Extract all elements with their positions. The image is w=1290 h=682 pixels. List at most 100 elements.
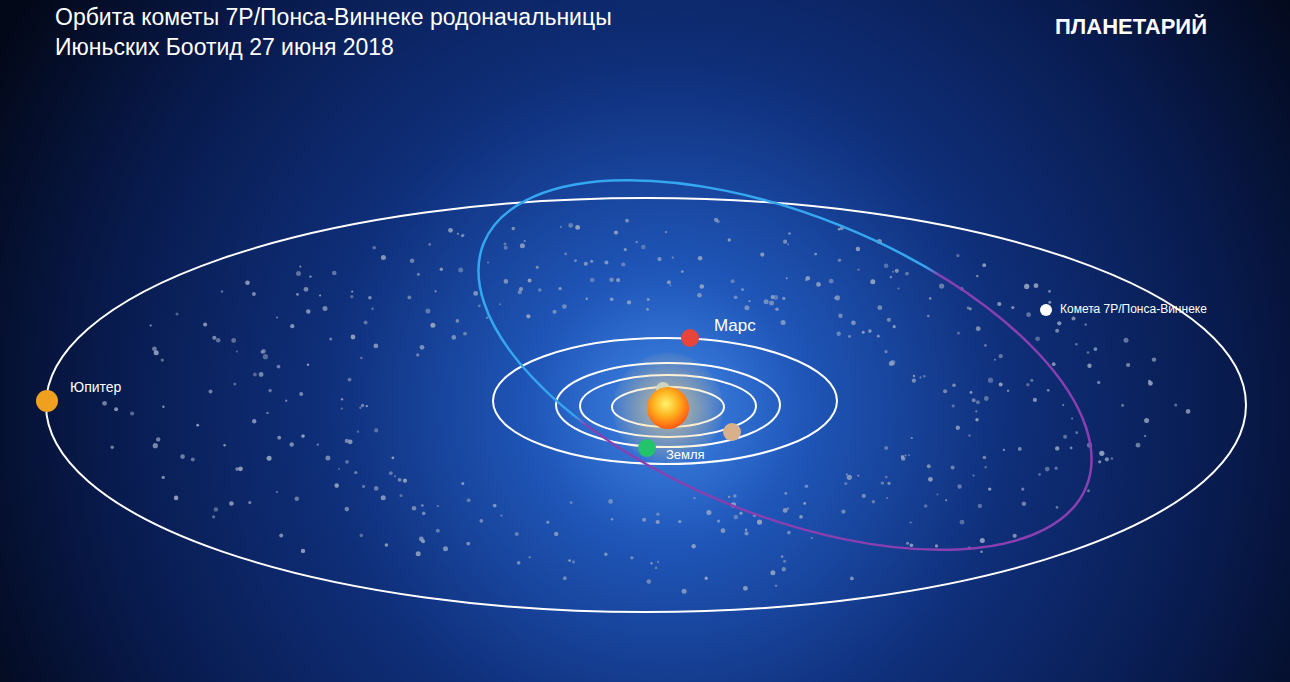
- asteroid-dot: [216, 338, 221, 343]
- jupiter-orbit: [46, 198, 1246, 612]
- asteroid-dot: [783, 508, 788, 513]
- asteroid-dot: [655, 567, 658, 570]
- asteroid-dot: [357, 431, 359, 433]
- asteroid-dot: [982, 263, 986, 267]
- asteroid-dot: [1063, 435, 1067, 439]
- asteroid-dot: [590, 278, 595, 283]
- diagram-title: Орбита кометы 7P/Понса-Виннеке родоначал…: [55, 2, 655, 62]
- asteroid-dot: [1030, 379, 1033, 382]
- asteroid-dot: [692, 544, 696, 548]
- asteroid-dot: [1071, 417, 1073, 419]
- asteroid-dot: [814, 253, 817, 256]
- asteroid-dot: [901, 455, 904, 458]
- asteroid-dot: [717, 520, 720, 523]
- asteroid-dot: [461, 234, 464, 237]
- asteroid-dot: [956, 426, 960, 430]
- asteroid-dot: [771, 295, 775, 299]
- asteroid-dot: [458, 267, 463, 272]
- asteroid-dot: [872, 500, 876, 504]
- asteroid-dot: [757, 520, 762, 525]
- asteroid-dot: [252, 292, 256, 296]
- asteroid-dot: [898, 288, 900, 290]
- asteroid-dot: [625, 219, 629, 223]
- asteroid-dot: [1111, 457, 1114, 460]
- comet-label: Комета 7P/Понса-Виннеке: [1060, 302, 1207, 316]
- asteroid-dot: [253, 373, 257, 377]
- asteroid-dot: [212, 336, 216, 340]
- jupiter-planet: [36, 390, 58, 412]
- asteroid-dot: [479, 519, 483, 523]
- asteroid-dot: [616, 278, 620, 282]
- asteroid-dot: [927, 464, 931, 468]
- asteroid-dot: [877, 305, 882, 310]
- asteroid-dot: [372, 246, 376, 250]
- asteroid-dot: [1054, 467, 1057, 470]
- asteroid-dot: [1056, 506, 1059, 509]
- asteroid-dot: [1057, 321, 1061, 325]
- asteroid-dot: [881, 481, 884, 484]
- asteroid-dot: [672, 257, 674, 259]
- asteroid-dot: [885, 476, 888, 479]
- asteroid-dot: [290, 442, 294, 446]
- asteroid-dot: [846, 474, 848, 476]
- asteroid-dot: [425, 308, 430, 313]
- asteroid-dot: [223, 444, 225, 446]
- asteroid-dot: [1048, 290, 1051, 293]
- asteroid-dot: [504, 243, 507, 246]
- asteroid-dot: [728, 238, 731, 241]
- asteroid-dot: [1087, 364, 1091, 368]
- asteroid-dot: [1055, 329, 1059, 333]
- asteroid-dot: [329, 337, 332, 340]
- asteroid-dot: [783, 560, 786, 563]
- asteroid-dot: [630, 556, 633, 559]
- asteroid-dot: [656, 513, 659, 516]
- asteroid-dot: [781, 555, 784, 558]
- brand-name: ПЛАНЕТАРИЙ: [1055, 14, 1207, 40]
- asteroid-dot: [911, 437, 913, 439]
- asteroid-dot: [456, 319, 460, 323]
- asteroid-dot: [473, 291, 478, 296]
- asteroid-dot: [299, 265, 301, 267]
- asteroid-dot: [317, 443, 319, 445]
- asteroid-dot: [1007, 389, 1010, 392]
- asteroid-dot: [841, 510, 845, 514]
- asteroid-dot: [1124, 338, 1129, 343]
- asteroid-dot: [787, 243, 789, 245]
- asteroid-dot: [957, 484, 961, 488]
- planet-label: Земля: [666, 447, 705, 462]
- asteroid-dot: [784, 492, 787, 495]
- asteroid-dot: [1152, 357, 1156, 361]
- asteroid-dot: [422, 512, 426, 516]
- asteroid-dot: [267, 456, 272, 461]
- asteroid-dot: [435, 290, 437, 292]
- asteroid-dot: [983, 456, 987, 460]
- venus-planet: [723, 423, 741, 441]
- asteroid-dot: [975, 410, 977, 412]
- asteroid-dot: [985, 466, 987, 468]
- asteroid-dot: [180, 454, 185, 459]
- asteroid-dot: [348, 378, 352, 382]
- asteroid-dot: [857, 268, 859, 270]
- asteroid-dot: [1024, 284, 1029, 289]
- asteroid-dot: [1186, 409, 1191, 414]
- asteroid-dot: [575, 225, 580, 230]
- asteroid-dot: [734, 515, 739, 520]
- asteroid-dot: [682, 589, 687, 594]
- asteroid-dot: [781, 320, 786, 325]
- asteroid-dot: [221, 290, 224, 293]
- asteroid-dot: [332, 271, 337, 276]
- asteroid-dot: [895, 269, 899, 273]
- asteroid-dot: [928, 477, 933, 482]
- asteroid-dot: [886, 497, 888, 499]
- asteroid-dot: [341, 398, 344, 401]
- asteroid-dot: [976, 275, 979, 278]
- asteroid-dot: [657, 561, 659, 563]
- asteroid-dot: [1121, 404, 1124, 407]
- asteroid-dot: [191, 457, 195, 461]
- asteroid-dot: [487, 261, 489, 263]
- asteroid-dot: [847, 475, 852, 480]
- asteroid-dot: [304, 287, 309, 292]
- asteroid-dot: [1072, 317, 1076, 321]
- asteroid-dot: [586, 298, 588, 300]
